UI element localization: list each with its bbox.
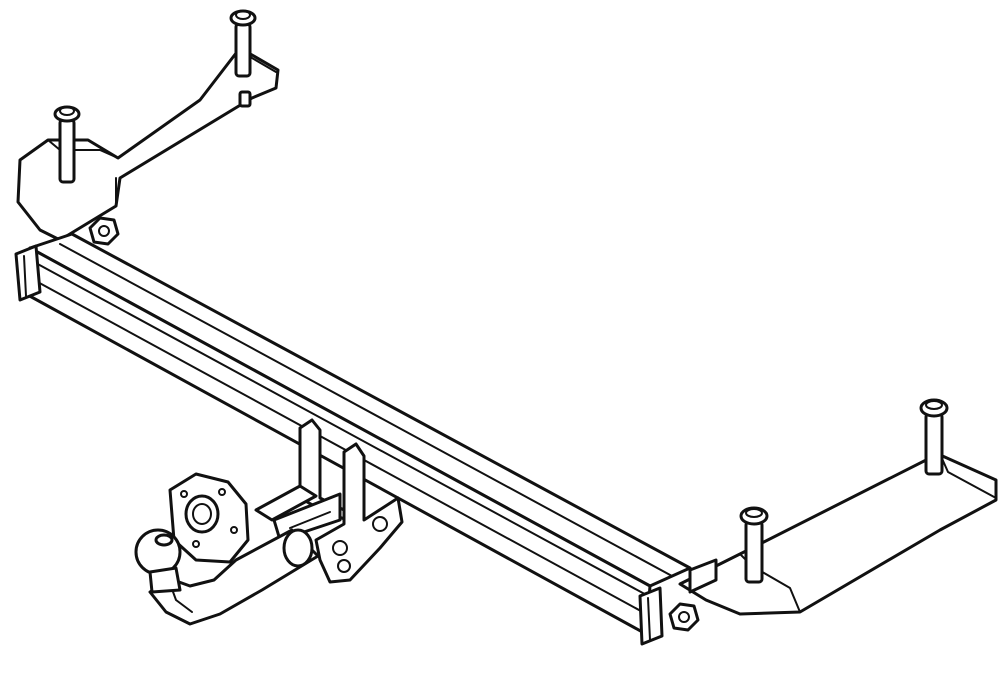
right-bolt-front bbox=[739, 506, 769, 584]
right-crossbar-nut bbox=[668, 602, 700, 632]
left-bolt-front bbox=[53, 105, 81, 184]
right-mounting-bracket bbox=[678, 452, 998, 616]
hitch-mount-plates bbox=[254, 418, 404, 584]
tow-arm bbox=[148, 528, 320, 626]
cross-beam bbox=[14, 232, 692, 646]
left-bolt-rear bbox=[229, 9, 257, 108]
tow-ball bbox=[134, 528, 182, 594]
right-bolt-rear bbox=[919, 398, 949, 476]
socket-plate bbox=[168, 472, 250, 564]
left-mounting-bracket bbox=[16, 46, 280, 242]
left-crossbar-nut bbox=[88, 216, 120, 246]
